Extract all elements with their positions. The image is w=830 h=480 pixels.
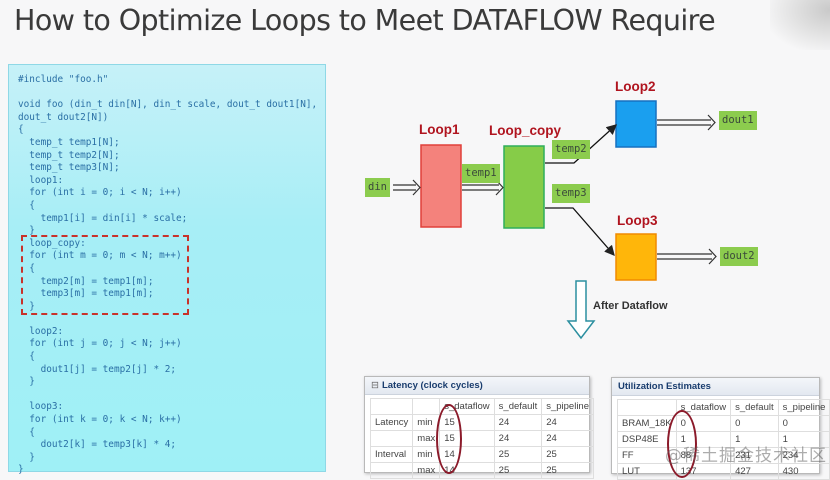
loop2-label: Loop2: [615, 79, 656, 94]
temp2-line: [545, 124, 617, 164]
cell: 25: [541, 462, 595, 479]
after-dataflow-label: After Dataflow: [593, 300, 668, 312]
table-header-row: s_dataflow s_default s_pipeline: [617, 399, 830, 416]
cell: Interval: [369, 446, 414, 463]
cell: 25: [493, 446, 543, 463]
cell: 25: [541, 446, 595, 463]
dout2-arrow: [657, 248, 717, 265]
header-cell: s_pipeline: [777, 399, 830, 416]
cell: max: [412, 462, 441, 479]
latency-panel: ⊟Latency (clock cycles) s_dataflow s_def…: [364, 376, 595, 479]
table-row: max 15 24 24: [369, 430, 595, 447]
cell: 25: [493, 462, 543, 479]
utilization-panel-header[interactable]: Utilization Estimates: [612, 378, 819, 396]
latency-table: s_dataflow s_default s_pipeline Latency …: [369, 398, 595, 479]
dataflow-highlight-circle: [436, 404, 462, 474]
header-cell: [412, 398, 441, 415]
signal-dout1: dout1: [719, 111, 757, 130]
signal-dout2: dout2: [720, 247, 758, 266]
cell: 0: [730, 415, 779, 432]
table-header-row: s_dataflow s_default s_pipeline: [369, 398, 595, 415]
cell: Latency: [369, 414, 414, 431]
code-highlighted: loop_copy: for (int m = 0; m < N; m++) {…: [29, 237, 182, 312]
utilization-panel: Utilization Estimates s_dataflow s_defau…: [611, 377, 830, 480]
code-panel: #include "foo.h" void foo (din_t din[N],…: [8, 64, 326, 475]
cell: 24: [493, 430, 543, 447]
table-row: Interval min 14 25 25: [369, 446, 595, 463]
dataflow-utilization-circle: [667, 410, 697, 478]
loop-copy-label: Loop_copy: [489, 123, 562, 138]
header-cell: s_pipeline: [541, 398, 595, 415]
table-row: BRAM_18K 0 0 0: [617, 415, 830, 432]
loop-copy-block: [503, 145, 545, 229]
latency-panel-header[interactable]: ⊟Latency (clock cycles): [365, 377, 589, 395]
after-dataflow-down-arrow: [566, 280, 596, 340]
loop1-block: [420, 144, 462, 228]
signal-temp3: temp3: [552, 184, 590, 203]
table-row: max 14 25 25: [369, 462, 595, 479]
cell: 24: [493, 414, 543, 431]
header-cell: [617, 399, 677, 416]
loop3-block: [615, 233, 657, 281]
loop1-label: Loop1: [419, 122, 460, 137]
loop3-label: Loop3: [617, 213, 658, 228]
slide-title: How to Optimize Loops to Meet DATAFLOW R…: [14, 4, 716, 37]
code-before: #include "foo.h" void foo (din_t din[N],…: [18, 74, 318, 237]
utilization-table: s_dataflow s_default s_pipeline BRAM_18K…: [617, 399, 830, 480]
code-listing: #include "foo.h" void foo (din_t din[N],…: [18, 74, 317, 477]
cell: 0: [777, 415, 830, 432]
slide-corner-shadow: [770, 0, 830, 50]
header-cell: [369, 398, 414, 415]
signal-temp2: temp2: [552, 140, 590, 159]
signal-din: din: [365, 178, 390, 197]
cell: [369, 462, 414, 479]
latency-panel-title: Latency (clock cycles): [381, 380, 483, 391]
utilization-panel-title: Utilization Estimates: [618, 381, 711, 392]
header-cell: s_default: [493, 398, 543, 415]
cell: 24: [541, 414, 595, 431]
header-cell: s_default: [730, 399, 779, 416]
loop-copy-highlight-box: [21, 235, 189, 315]
table-row: Latency min 15 24 24: [369, 414, 595, 431]
temp3-line: [545, 207, 615, 256]
code-after: loop2: for (int j = 0; j < N; j++) { dou…: [18, 325, 182, 476]
cell: 24: [541, 430, 595, 447]
din-arrow: [393, 179, 421, 196]
collapse-icon[interactable]: ⊟: [371, 380, 379, 391]
watermark: @稀土掘金技术社区: [665, 446, 827, 466]
loop2-block: [615, 100, 657, 148]
dout1-arrow: [657, 114, 716, 131]
cell: [369, 430, 414, 447]
signal-temp1: temp1: [462, 164, 500, 183]
